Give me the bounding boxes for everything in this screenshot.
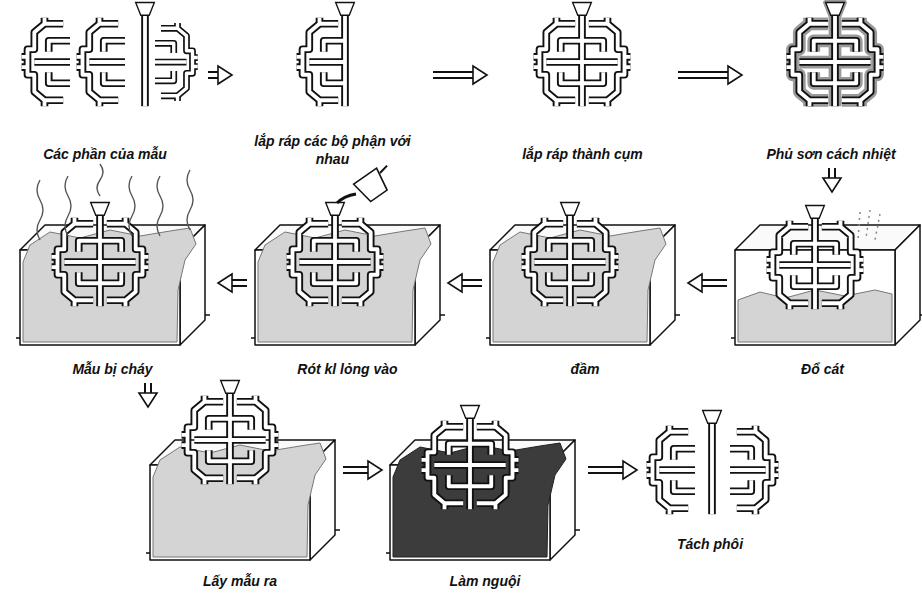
flow-arrow: [218, 274, 247, 292]
step-node: Rót kl lỏng vào: [250, 195, 445, 380]
arrow-shaft: [462, 279, 482, 287]
arrow-shaft: [462, 281, 482, 285]
step-caption: Lấy mẫu ra: [203, 572, 277, 590]
arrow-shaft: [702, 281, 727, 285]
step-node: Mẫu bị cháy: [10, 195, 215, 380]
step-caption: Làm nguội: [450, 572, 521, 590]
arrow-shaft: [828, 168, 836, 178]
arrow-shaft: [232, 279, 247, 287]
burning-flask: [16, 164, 210, 345]
arrow-shaft: [433, 73, 473, 77]
step-node: Các phần của mẫu: [5, 0, 205, 165]
pattern-cluster: [534, 2, 631, 106]
step-node: Tách phôi: [640, 410, 780, 555]
flow-arrow: [208, 66, 232, 84]
arrow-shaft: [588, 468, 623, 472]
coated-cluster: [787, 2, 884, 106]
arrow-shaft: [678, 73, 728, 77]
compacted-flask: [486, 203, 680, 346]
flow-arrow: [448, 274, 482, 292]
half-assembly: [297, 2, 355, 106]
arrow-head: [218, 66, 232, 84]
arrow-shaft: [343, 466, 368, 474]
arrow-head: [823, 178, 841, 192]
arrow-shaft: [678, 71, 728, 79]
step-caption: lắp ráp các bộ phận với nhau: [237, 132, 428, 168]
step-node: Lấy mẫu ra: [140, 410, 340, 592]
arrow-shaft: [208, 71, 218, 79]
step-caption: Các phần của mẫu: [43, 145, 167, 163]
step-node: lắp ráp thành cụm: [490, 0, 675, 165]
step-node: đầm: [485, 195, 685, 380]
flow-arrow: [688, 274, 727, 292]
arrow-head: [448, 274, 462, 292]
arrow-shaft: [208, 73, 218, 77]
step-caption: đầm: [571, 360, 600, 378]
arrow-head: [473, 66, 487, 84]
flow-arrow: [343, 461, 382, 479]
arrow-shaft: [343, 468, 368, 472]
step-caption: Rót kl lỏng vào: [297, 360, 397, 378]
step-node: lắp ráp các bộ phận với nhau: [235, 0, 430, 170]
step-node: Đổ cát: [730, 195, 915, 380]
flow-arrow: [433, 66, 487, 84]
flow-arrow: [588, 461, 637, 479]
cooling-flask: [386, 406, 580, 561]
step-caption: Đổ cát: [801, 360, 844, 378]
step-caption: lắp ráp thành cụm: [522, 145, 643, 163]
flow-arrow: [139, 383, 157, 407]
arrow-shaft: [702, 279, 727, 287]
arrow-shaft: [830, 168, 834, 178]
step-caption: Phủ sơn cách nhiệt: [766, 145, 895, 163]
arrow-head: [368, 461, 382, 479]
arrow-head: [623, 461, 637, 479]
pattern-parts: [22, 2, 198, 106]
arrow-shaft: [232, 281, 247, 285]
step-node: Làm nguội: [385, 410, 585, 592]
arrow-shaft: [588, 466, 623, 474]
sand-filling-flask: [731, 206, 922, 346]
step-caption: Tách phôi: [677, 535, 743, 553]
arrow-head: [688, 274, 702, 292]
arrow-shaft: [433, 71, 473, 79]
arrow-head: [139, 393, 157, 407]
arrow-shaft: [144, 383, 152, 393]
separated-castings: [647, 411, 779, 515]
flow-arrow: [823, 168, 841, 192]
arrow-head: [728, 66, 742, 84]
step-node: Phủ sơn cách nhiệt: [745, 0, 917, 165]
pouring-flask: [251, 162, 445, 345]
arrow-shaft: [146, 383, 150, 393]
flow-arrow: [678, 66, 742, 84]
extracted-flask: [146, 381, 340, 561]
step-caption: Mẫu bị cháy: [72, 360, 152, 378]
arrow-head: [218, 274, 232, 292]
